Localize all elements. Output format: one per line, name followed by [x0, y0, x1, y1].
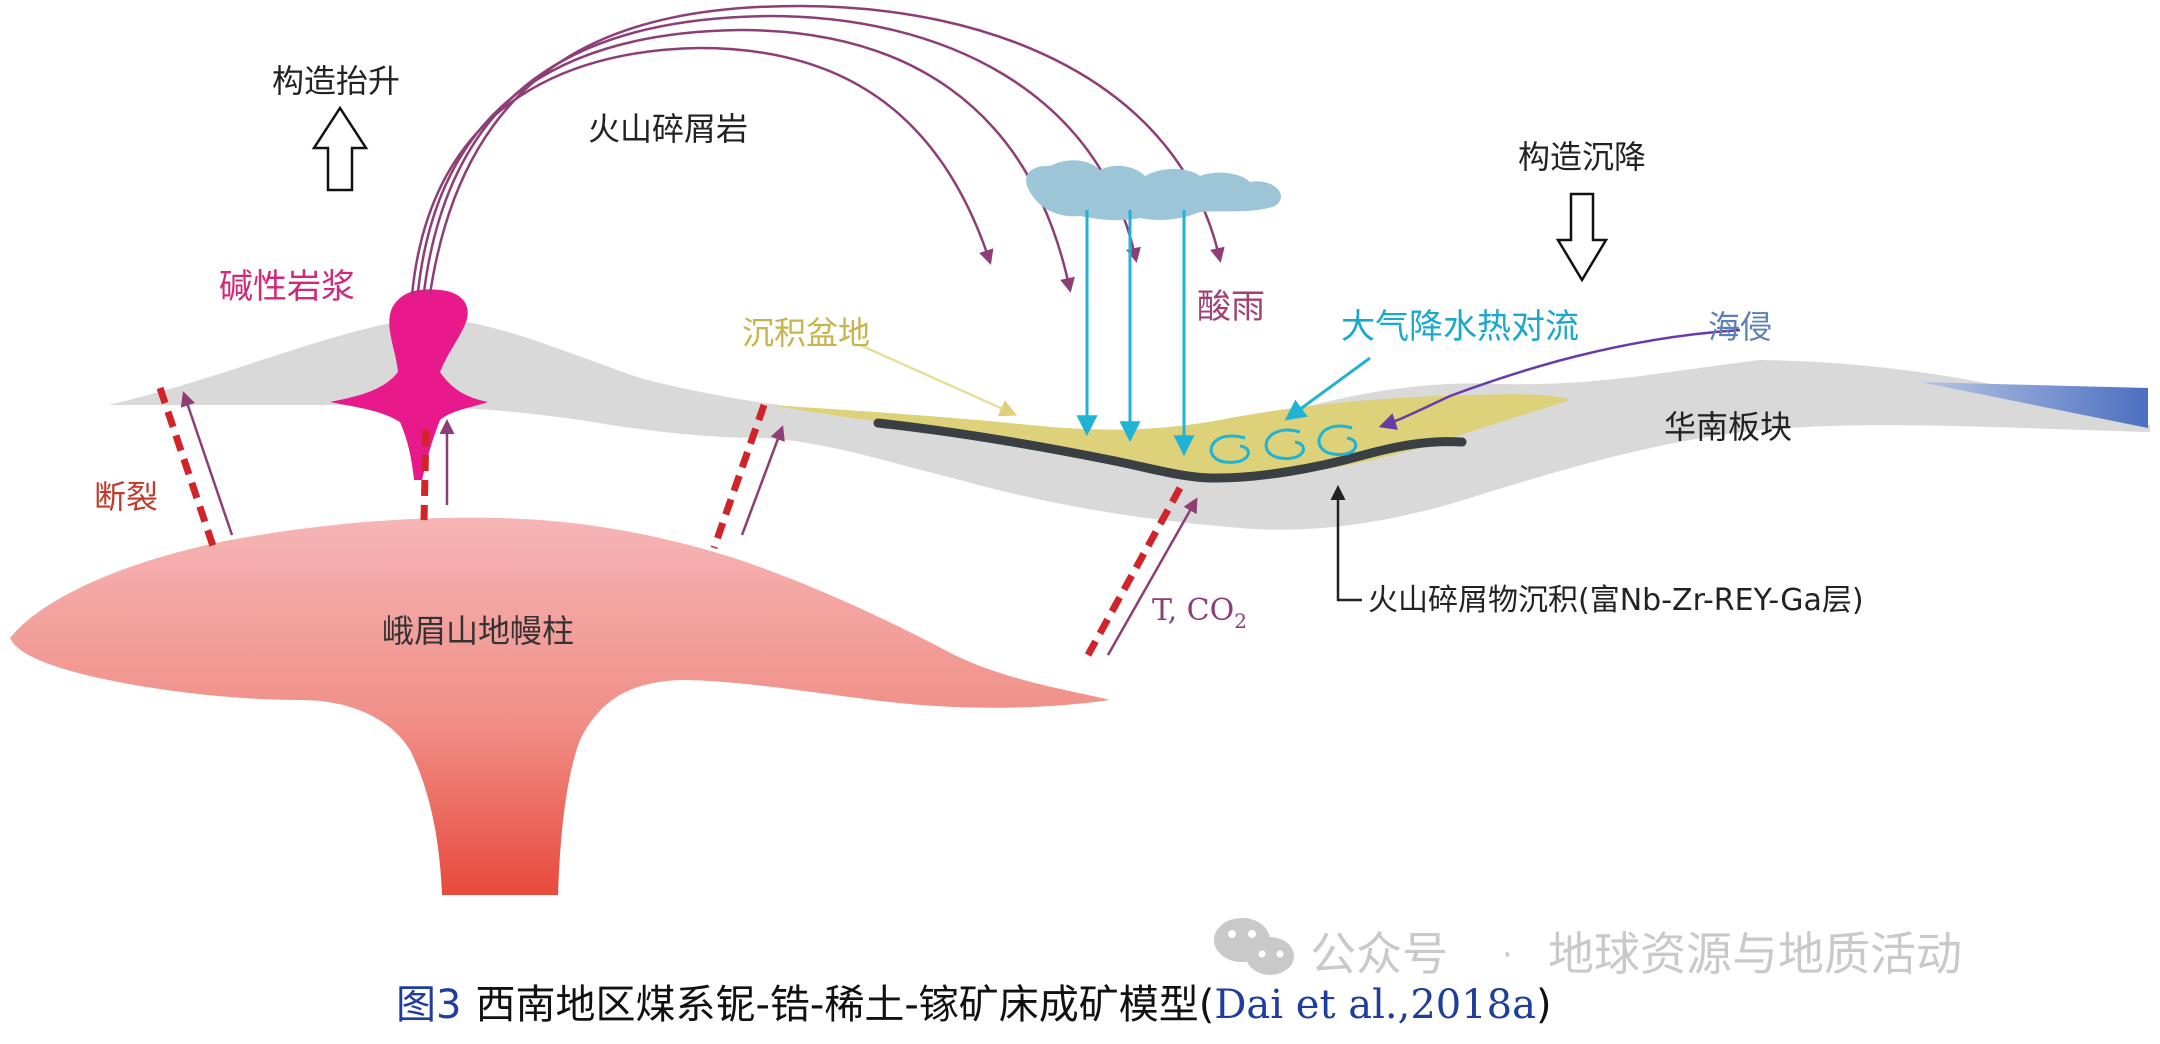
convection-pointer	[1284, 356, 1371, 421]
caption-citation: Dai et al.,2018a	[1214, 982, 1536, 1028]
subsidence-arrow-icon	[1555, 192, 1609, 283]
basin-pointer	[859, 343, 1018, 417]
convection-swirls	[1209, 424, 1358, 464]
crust-layer	[108, 317, 2150, 530]
sea-wedge	[1920, 382, 2148, 428]
label-t-co2: T, CO2	[1152, 593, 1247, 633]
mantle-plume	[10, 517, 1110, 895]
fault-line	[420, 429, 430, 521]
uplift-arrow-icon	[311, 105, 369, 192]
wechat-icon	[1214, 918, 1294, 975]
watermark-dot: ·	[1502, 935, 1513, 975]
deposit-pointer	[1330, 485, 1362, 602]
label-plume: 峨眉山地幔柱	[382, 612, 574, 650]
fault-line	[710, 403, 768, 550]
t-co2-text: T, CO	[1152, 593, 1234, 628]
fluid-arrow	[740, 425, 785, 536]
watermark-right: 地球资源与地质活动	[1548, 927, 1962, 981]
label-uplift: 构造抬升	[272, 62, 400, 100]
label-fault: 断裂	[94, 478, 158, 516]
fluid-arrows	[180, 391, 1198, 656]
fluid-arrow	[1106, 497, 1198, 656]
caption-close: )	[1536, 982, 1552, 1028]
watermark: 公众号 · 地球资源与地质活动	[1214, 918, 1962, 981]
coal-seam	[873, 418, 1467, 483]
rain-arrows	[1076, 210, 1195, 457]
transgression-arrow	[1378, 328, 1741, 430]
fault-line	[156, 386, 219, 554]
pyroclastic-arc	[410, 46, 994, 296]
swirl-icon	[1264, 428, 1305, 461]
pyroclastic-arc	[422, 14, 1141, 293]
cloud-icon	[1026, 160, 1281, 221]
t-co2-subscript: 2	[1234, 609, 1247, 633]
label-subsidence: 构造沉降	[1518, 138, 1646, 176]
fluid-arrow	[180, 391, 234, 536]
alkaline-magma	[330, 289, 488, 480]
caption-fig-no: 图3	[396, 982, 461, 1028]
swirl-icon	[1317, 424, 1358, 457]
label-convection: 大气降水热对流	[1341, 307, 1579, 347]
pyroclastic-arcs	[410, 4, 1225, 296]
fault-line	[1084, 486, 1184, 657]
label-pyroclastic: 火山碎屑岩	[588, 110, 748, 148]
label-acid-rain: 酸雨	[1197, 287, 1265, 327]
swirl-icon	[1209, 434, 1250, 464]
pyroclastic-arc	[416, 28, 1075, 293]
label-deposit: 火山碎屑物沉积(富Nb-Zr-REY-Ga层)	[1368, 583, 1864, 618]
label-plate: 华南板块	[1664, 408, 1792, 446]
label-alkaline-magma: 碱性岩浆	[219, 267, 355, 307]
caption-title: 西南地区煤系铌-锆-稀土-镓矿床成矿模型(	[475, 982, 1214, 1028]
pyroclastic-arc	[428, 4, 1225, 295]
watermark-left: 公众号	[1310, 927, 1448, 981]
figure-caption: 图3 西南地区煤系铌-锆-稀土-镓矿床成矿模型(Dai et al.,2018a)	[396, 982, 1552, 1028]
label-basin: 沉积盆地	[742, 314, 870, 352]
label-transgression: 海侵	[1708, 308, 1772, 346]
faults	[156, 386, 1184, 657]
